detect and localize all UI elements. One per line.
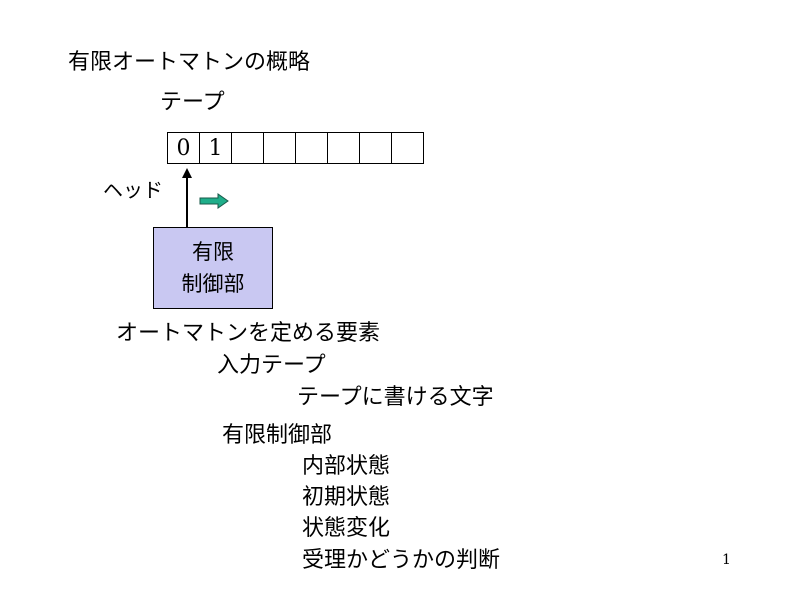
finite-control-box: 有限 制御部 bbox=[153, 227, 273, 309]
move-right-arrow-icon bbox=[199, 193, 229, 209]
element-finite-control: 有限制御部 bbox=[222, 423, 333, 448]
control-label-line2: 制御部 bbox=[181, 272, 245, 296]
tape-cell bbox=[392, 132, 424, 164]
tape-cell: 0 bbox=[168, 132, 200, 164]
element-state-transition: 状態変化 bbox=[302, 516, 391, 541]
element-tape-chars: テープに書ける文字 bbox=[297, 385, 494, 410]
tape-cell: 1 bbox=[200, 132, 232, 164]
page-number: 1 bbox=[722, 552, 731, 568]
tape-cell bbox=[360, 132, 392, 164]
element-initial-state: 初期状態 bbox=[302, 485, 391, 510]
slide-title: 有限オートマトンの概略 bbox=[68, 50, 311, 75]
element-internal-states: 内部状態 bbox=[302, 454, 391, 479]
tape-cell bbox=[296, 132, 328, 164]
tape: 0 1 bbox=[167, 132, 424, 164]
tape-label: テープ bbox=[160, 90, 225, 115]
control-label-line1: 有限 bbox=[192, 240, 234, 264]
element-input-tape: 入力テープ bbox=[217, 353, 326, 378]
tape-cell bbox=[328, 132, 360, 164]
head-label: ヘッド bbox=[103, 178, 163, 202]
head-arrow-icon bbox=[182, 168, 192, 227]
elements-heading: オートマトンを定める要素 bbox=[116, 321, 381, 346]
tape-cell bbox=[232, 132, 264, 164]
element-acceptance: 受理かどうかの判断 bbox=[302, 548, 501, 573]
tape-cell bbox=[264, 132, 296, 164]
